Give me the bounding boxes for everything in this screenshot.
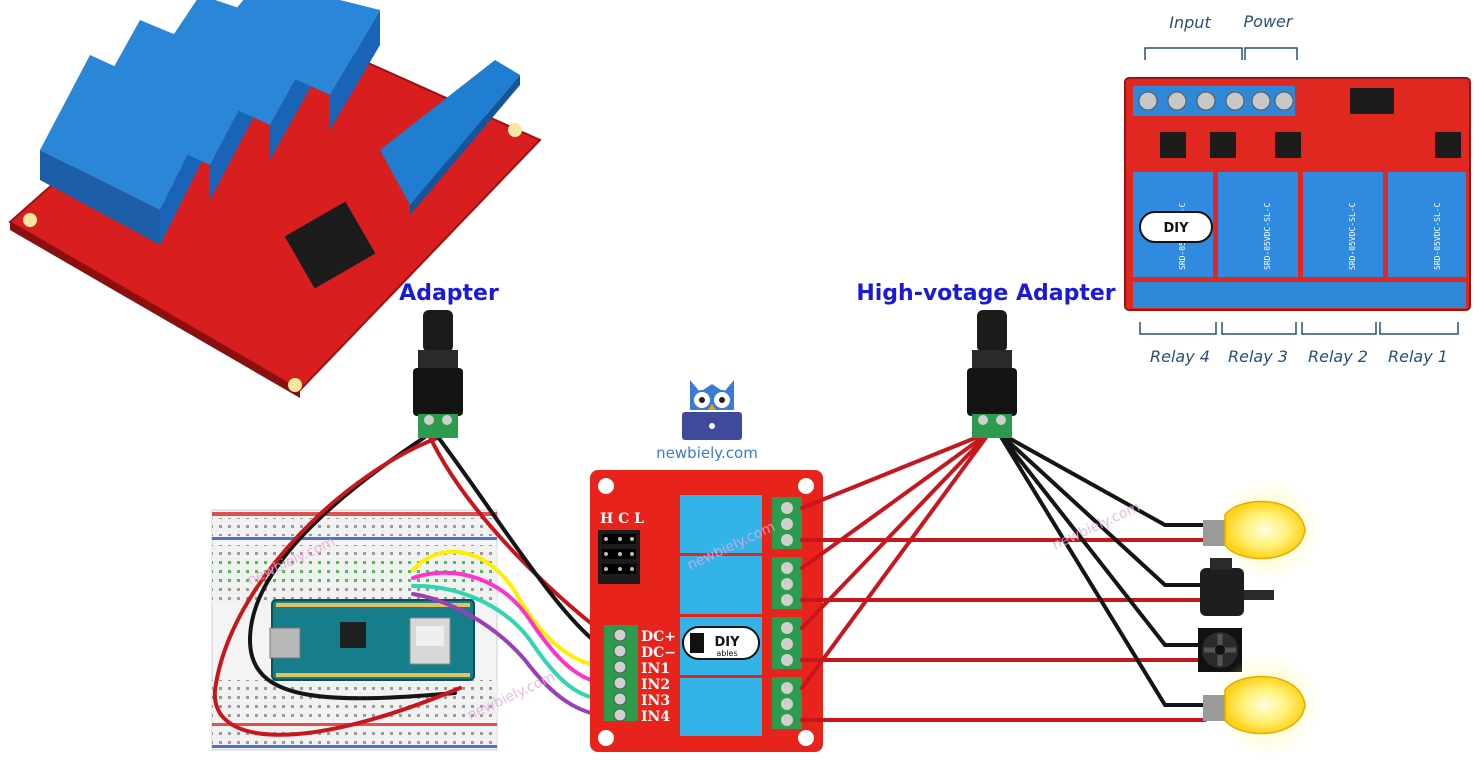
pin-label-dc-minus: DC− — [641, 645, 676, 661]
relay-block — [1218, 172, 1298, 277]
jumper-header — [598, 530, 640, 584]
relay-1-label: Relay 1 — [1388, 347, 1448, 366]
input-label: Input — [1169, 13, 1211, 32]
diyables-logo: DIY — [1139, 211, 1213, 243]
relay-block — [210, 0, 380, 130]
output-terminals — [1133, 282, 1466, 308]
input-terminals — [1133, 86, 1249, 116]
power-terminals — [1249, 86, 1295, 116]
dc-jack-icon — [967, 310, 1017, 438]
watermark: newbiely.com — [1050, 499, 1143, 554]
logo-text: DIY — [1163, 221, 1189, 236]
relay-module-photo-right: SRD-05VDC-SL-C SRD-05VDC-SL-C SRD-05VDC-… — [1124, 12, 1471, 366]
relay-block — [1303, 172, 1383, 277]
bulb-icon — [1203, 478, 1320, 582]
bulb-icon — [1203, 653, 1320, 757]
pump-icon — [1200, 558, 1274, 616]
pin-label-in4: IN4 — [641, 709, 670, 725]
owl-icon — [682, 380, 742, 440]
hcl-label: H C L — [600, 511, 644, 527]
power-label: Power — [1244, 12, 1294, 31]
relay-3-label: Relay 3 — [1228, 347, 1288, 366]
relay-block — [680, 678, 762, 736]
relay-text: SRD-05VDC-SL-C — [1263, 202, 1272, 270]
relay-block — [680, 556, 762, 614]
relay-text: SRD-05VDC-SL-C — [1433, 202, 1442, 270]
fan-icon — [1198, 628, 1242, 672]
low-voltage-wires — [212, 435, 608, 737]
pin-label-in2: IN2 — [641, 677, 670, 693]
relay-4-label: Relay 4 — [1150, 347, 1210, 366]
arduino-nano-esp32 — [269, 599, 475, 681]
relay-board: H C L DIY ables DC+ — [590, 470, 823, 752]
high-voltage-wires — [800, 430, 1207, 722]
pin-label-in1: IN1 — [641, 661, 670, 677]
dc-jack-icon — [413, 310, 463, 438]
relay-text: SRD-05VDC-SL-C — [1348, 202, 1357, 270]
hv-adapter-label: High-votage Adapter — [856, 281, 1115, 306]
pin-label-dc-plus: DC+ — [641, 629, 676, 645]
relay-2-label: Relay 2 — [1308, 347, 1368, 366]
input-terminal-block — [604, 625, 638, 722]
relay-block — [1388, 172, 1466, 277]
relay-block — [680, 495, 762, 553]
logo-text: DIY — [714, 635, 740, 650]
brand-text: newbiely.com — [656, 444, 758, 462]
screw-terminal-strip — [380, 60, 520, 215]
output-terminal-block — [772, 497, 802, 729]
logo-subtext: ables — [716, 649, 737, 658]
pin-label-in3: IN3 — [641, 693, 670, 709]
diyables-logo: DIY ables — [682, 626, 760, 660]
adapter-label: Adapter — [399, 281, 499, 306]
relay-module-photo-left — [8, 0, 542, 398]
